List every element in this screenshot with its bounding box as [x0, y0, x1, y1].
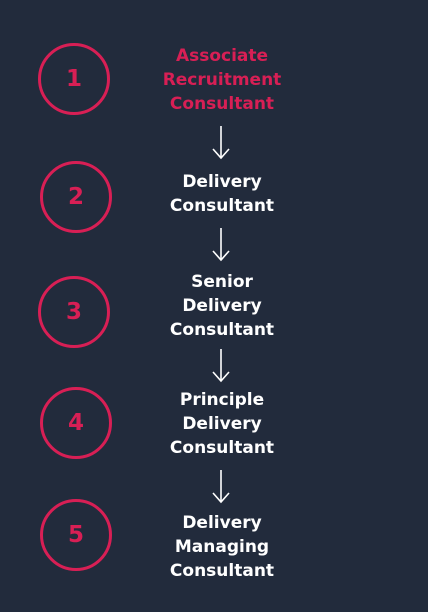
step-3-number-circle: 3 — [38, 276, 110, 348]
arrow-down-icon — [212, 349, 230, 383]
step-1-label: Associate Recruitment Consultant — [162, 46, 282, 114]
step-3-label: Senior Delivery Consultant — [169, 272, 275, 340]
step-5-label: Delivery Managing Consultant — [169, 513, 275, 581]
arrow-down-icon — [212, 126, 230, 160]
arrow-down-icon — [212, 470, 230, 504]
step-5-number: 5 — [67, 522, 84, 548]
arrow-down-icon — [212, 228, 230, 262]
step-2-number: 2 — [67, 184, 84, 210]
step-3-number: 3 — [65, 299, 82, 325]
step-4-number: 4 — [67, 410, 84, 436]
step-4-number-circle: 4 — [40, 387, 112, 459]
step-4-label: Principle Delivery Consultant — [169, 390, 275, 458]
step-2-label: Delivery Consultant — [169, 172, 275, 216]
step-1-number: 1 — [65, 66, 82, 92]
step-5-number-circle: 5 — [40, 499, 112, 571]
step-1-number-circle: 1 — [38, 43, 110, 115]
step-2-number-circle: 2 — [40, 161, 112, 233]
